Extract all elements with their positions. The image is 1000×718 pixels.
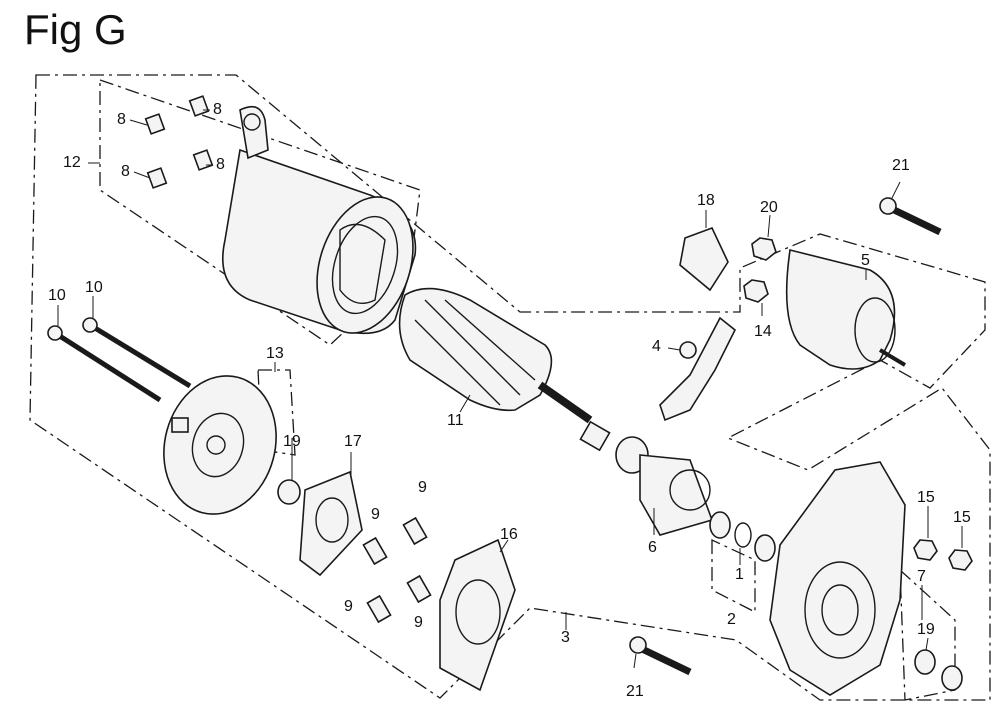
brush-b <box>188 95 210 117</box>
spring-a <box>362 536 388 566</box>
callout-12: 12 <box>63 154 81 171</box>
callout-8: 8 <box>216 156 225 173</box>
callout-15: 15 <box>917 489 935 506</box>
stop-ring <box>709 511 731 539</box>
rear-cover <box>163 375 277 515</box>
overrunning-clutch <box>615 436 714 536</box>
nut-solenoid <box>743 279 769 303</box>
collar <box>754 534 776 562</box>
nut-housing-b <box>948 549 973 571</box>
brush-a <box>144 113 166 135</box>
insulator <box>679 226 729 292</box>
callout-11: 11 <box>447 412 464 429</box>
callout-9: 9 <box>418 479 427 496</box>
armature <box>398 287 611 452</box>
spring-c <box>366 594 392 624</box>
callout-6: 6 <box>648 539 657 556</box>
brush-c <box>146 167 168 189</box>
callout-1: 1 <box>735 566 744 583</box>
callout-10: 10 <box>48 287 66 304</box>
callout-9: 9 <box>344 598 353 615</box>
brush-holder-plate <box>299 470 363 577</box>
callout-13: 13 <box>266 345 284 362</box>
callout-15: 15 <box>953 509 971 526</box>
yoke-housing <box>221 105 417 335</box>
snap-ring <box>734 522 752 548</box>
callout-7: 7 <box>917 568 926 585</box>
callout-17: 17 <box>344 433 362 450</box>
bushing-front <box>914 649 936 675</box>
callout-8: 8 <box>121 163 130 180</box>
callout-3: 3 <box>561 629 570 646</box>
callout-4: 4 <box>652 338 661 355</box>
callout-21: 21 <box>892 157 910 174</box>
figure-title: Fig G <box>24 6 127 53</box>
callout-9: 9 <box>414 614 423 631</box>
shift-lever <box>659 316 737 422</box>
callout-19: 19 <box>283 433 301 450</box>
callout-10: 10 <box>85 279 103 296</box>
drive-housing <box>769 461 906 696</box>
callout-21: 21 <box>626 683 644 700</box>
bolt-upper <box>879 197 942 236</box>
callout-18: 18 <box>697 192 715 209</box>
callout-2: 2 <box>727 611 736 628</box>
nut-terminal <box>751 237 777 261</box>
assembly-outline-yoke <box>99 79 421 346</box>
through-bolt-a <box>47 325 162 403</box>
callout-20: 20 <box>760 199 778 216</box>
callout-16: 16 <box>500 526 518 543</box>
callout-9: 9 <box>371 506 380 523</box>
assembly-outline-clutch <box>711 538 756 614</box>
solenoid <box>785 249 907 370</box>
oil-seal <box>941 665 963 691</box>
bolt-lower <box>629 636 692 676</box>
leader-lines <box>57 109 963 669</box>
callout-14: 14 <box>754 323 772 340</box>
callout-19: 19 <box>917 621 935 638</box>
spring-b <box>402 516 428 546</box>
spring-d <box>406 574 432 604</box>
bushing-rear <box>277 479 301 505</box>
brush-plate <box>439 538 516 692</box>
callout-8: 8 <box>213 101 222 118</box>
assembly-outline-rear-cover <box>257 369 296 456</box>
assembly-outline-main <box>29 74 991 701</box>
callout-5: 5 <box>861 252 870 269</box>
brush-d <box>192 149 214 171</box>
nut-housing-a <box>913 539 938 561</box>
through-bolt-b <box>82 317 192 389</box>
callout-8: 8 <box>117 111 126 128</box>
